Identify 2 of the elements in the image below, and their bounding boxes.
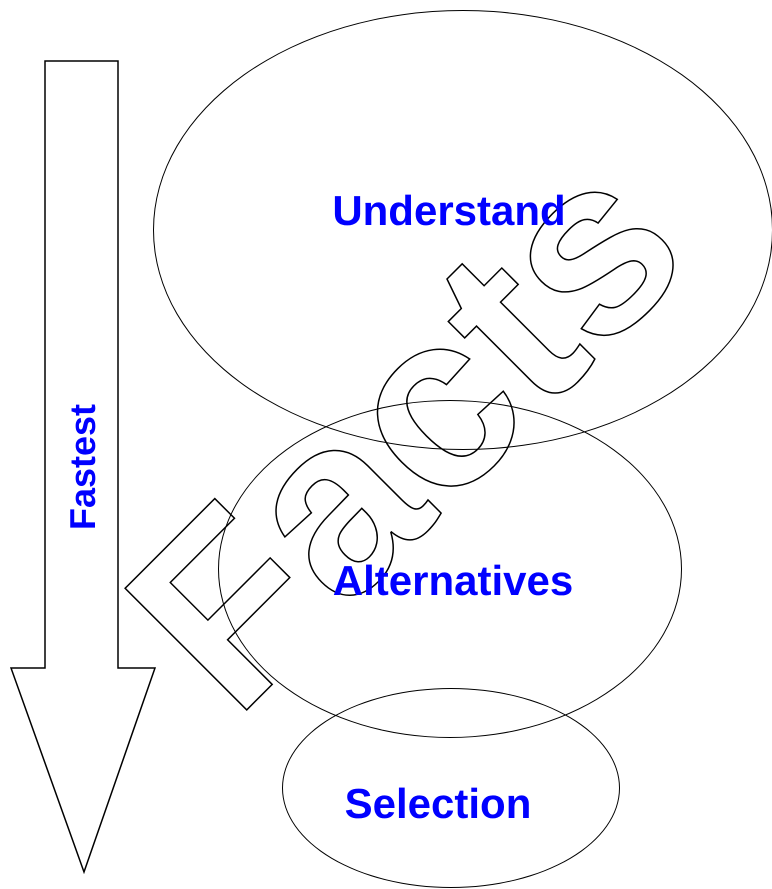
arrow-label: Fastest [62, 404, 104, 530]
stage-label: Selection [344, 780, 532, 828]
